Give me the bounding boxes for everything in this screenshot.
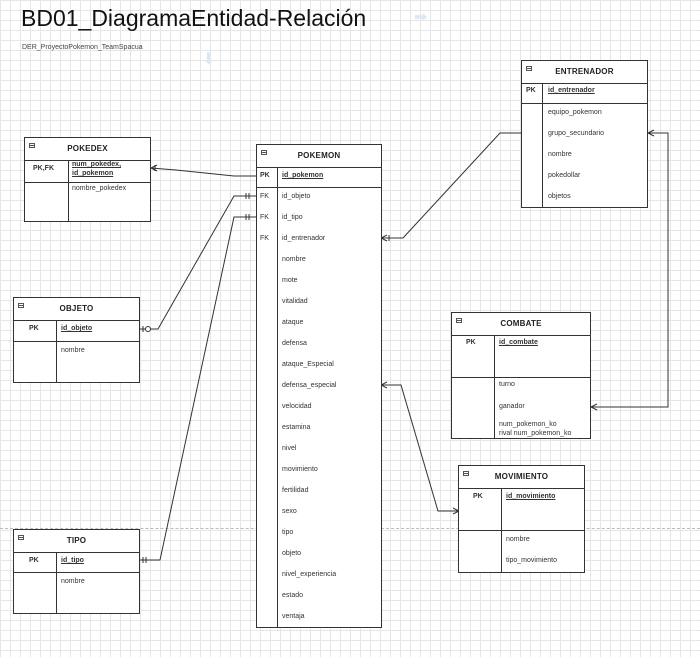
collapse-icon[interactable] xyxy=(463,471,469,476)
pokemon-fk-3: id_entrenador xyxy=(282,235,326,242)
entrenador-attr: objetos xyxy=(548,193,571,200)
rel-pokemon-objeto-marker xyxy=(245,193,250,199)
arrow-down-icon: ⬇ xyxy=(202,51,216,68)
collapse-icon[interactable] xyxy=(526,66,532,71)
movimiento-attr: tipo_movimiento xyxy=(506,557,557,564)
entity-combate[interactable]: COMBATE PK id_combate turno ganador num_… xyxy=(451,312,591,439)
objeto-pk: id_objeto xyxy=(61,325,93,332)
diagram-subtitle: DER_ProyectoPokemon_TeamSpacua xyxy=(22,44,143,51)
pokemon-attr: objeto xyxy=(282,550,302,557)
pokedex-pk-1: num_pokedex, xyxy=(72,161,122,168)
pokemon-attr: estado xyxy=(282,592,304,599)
pokedex-pk-2: id_pokemon xyxy=(72,170,114,177)
pokemon-fk-1: id_objeto xyxy=(282,193,311,200)
rel-pokemon-entrenador xyxy=(381,132,522,239)
entrenador-attr: equipo_pokemon xyxy=(548,109,602,116)
rel-objeto-circle xyxy=(145,326,151,332)
rel-entrenador-combate-end1 xyxy=(647,129,655,137)
pokemon-attr: ventaja xyxy=(282,613,305,620)
pokemon-fk-label: FK xyxy=(260,235,269,242)
entrenador-pk-label: PK xyxy=(526,87,536,94)
rel-pokemon-movimiento-end1 xyxy=(380,381,388,389)
pokedex-attr: nombre_pokedex xyxy=(72,185,127,192)
pokemon-attr: sexo xyxy=(282,508,297,515)
objeto-pk-label: PK xyxy=(29,325,39,332)
rel-pokedex-crowfoot xyxy=(150,164,158,172)
entrenador-attr: nombre xyxy=(548,151,572,158)
entity-tipo[interactable]: TIPO PK id_tipo nombre xyxy=(13,529,140,614)
collapse-icon[interactable] xyxy=(261,150,267,155)
entity-movimiento[interactable]: MOVIMIENTO PK id_movimiento nombre tipo_… xyxy=(458,465,585,573)
diagram-title: BD01_DiagramaEntidad-Relación xyxy=(21,5,367,31)
tipo-pk: id_tipo xyxy=(61,557,84,564)
entity-movimiento-title: MOVIMIENTO xyxy=(459,466,584,489)
pokedex-pk-label: PK,FK xyxy=(33,165,54,172)
combate-attr: turno xyxy=(499,381,515,388)
pokemon-attr: ataque_Especial xyxy=(282,361,334,368)
tipo-pk-label: PK xyxy=(29,557,39,564)
collapse-icon[interactable] xyxy=(18,303,24,308)
rel-pokemon-tipo-marker xyxy=(245,214,250,220)
combate-attr: num_pokemon_ko xyxy=(499,421,557,428)
combate-attr: rival num_pokemon_ko xyxy=(499,430,572,437)
entrenador-attr: grupo_secundario xyxy=(548,130,605,137)
pokemon-fk-label: FK xyxy=(260,214,269,221)
pokemon-attr: defensa xyxy=(282,340,307,347)
pokemon-attr: fertilidad xyxy=(282,487,309,494)
entity-entrenador[interactable]: ENTRENADOR PK id_entrenador equipo_pokem… xyxy=(521,60,648,208)
combate-pk-label: PK xyxy=(466,339,476,346)
arrow-right-icon: ➡ xyxy=(414,9,428,26)
entity-combate-title: COMBATE xyxy=(452,313,590,336)
pokemon-fk-2: id_tipo xyxy=(282,214,303,221)
pokemon-attr: movimiento xyxy=(282,466,318,473)
rel-tipo-pokemon xyxy=(140,216,256,561)
entrenador-attr: pokedollar xyxy=(548,172,581,179)
rel-objeto-pokemon xyxy=(140,195,256,330)
entity-objeto[interactable]: OBJETO PK id_objeto nombre xyxy=(13,297,140,383)
pokemon-attr: defensa_especial xyxy=(282,382,337,389)
entity-pokemon[interactable]: POKEMON PK id_pokemon FK id_objeto FK id… xyxy=(256,144,382,628)
entity-objeto-title: OBJETO xyxy=(14,298,139,321)
entity-entrenador-title: ENTRENADOR xyxy=(522,61,647,84)
entity-pokedex-title: POKEDEX xyxy=(25,138,150,161)
rel-tipo-marker xyxy=(142,557,147,563)
pokemon-pk: id_pokemon xyxy=(282,172,324,179)
collapse-icon[interactable] xyxy=(456,318,462,323)
pokemon-attr: estamina xyxy=(282,424,311,431)
rel-pokedex-pokemon xyxy=(150,167,256,177)
rel-entrenador-combate xyxy=(591,132,669,408)
rel-entrenador-combate-end2 xyxy=(590,403,598,411)
movimiento-pk-label: PK xyxy=(473,493,483,500)
pokemon-attr: nivel_experiencia xyxy=(282,571,337,578)
pokemon-attr: ataque xyxy=(282,319,304,326)
pokemon-attr: tipo xyxy=(282,529,294,536)
pokemon-attr: vitalidad xyxy=(282,298,308,305)
rel-pokemon-movimiento xyxy=(381,384,459,512)
pokemon-attr: velocidad xyxy=(282,403,312,410)
collapse-icon[interactable] xyxy=(18,535,24,540)
pokemon-pk-label: PK xyxy=(260,172,270,179)
entity-pokemon-title: POKEMON xyxy=(257,145,381,168)
tipo-attr: nombre xyxy=(61,578,85,585)
movimiento-attr: nombre xyxy=(506,536,530,543)
rel-entrenador-crowfoot xyxy=(380,234,390,242)
pokemon-attr: mote xyxy=(282,277,298,284)
combate-attr: ganador xyxy=(499,403,525,410)
collapse-icon[interactable] xyxy=(29,143,35,148)
entity-pokedex[interactable]: POKEDEX PK,FK num_pokedex, id_pokemon no… xyxy=(24,137,151,222)
entity-tipo-title: TIPO xyxy=(14,530,139,553)
pokemon-attr: nivel xyxy=(282,445,297,452)
pokemon-attr: nombre xyxy=(282,256,306,263)
movimiento-pk: id_movimiento xyxy=(506,493,556,500)
entrenador-pk: id_entrenador xyxy=(548,87,595,94)
objeto-attr: nombre xyxy=(61,347,85,354)
pokemon-fk-label: FK xyxy=(260,193,269,200)
combate-pk: id_combate xyxy=(499,339,538,346)
